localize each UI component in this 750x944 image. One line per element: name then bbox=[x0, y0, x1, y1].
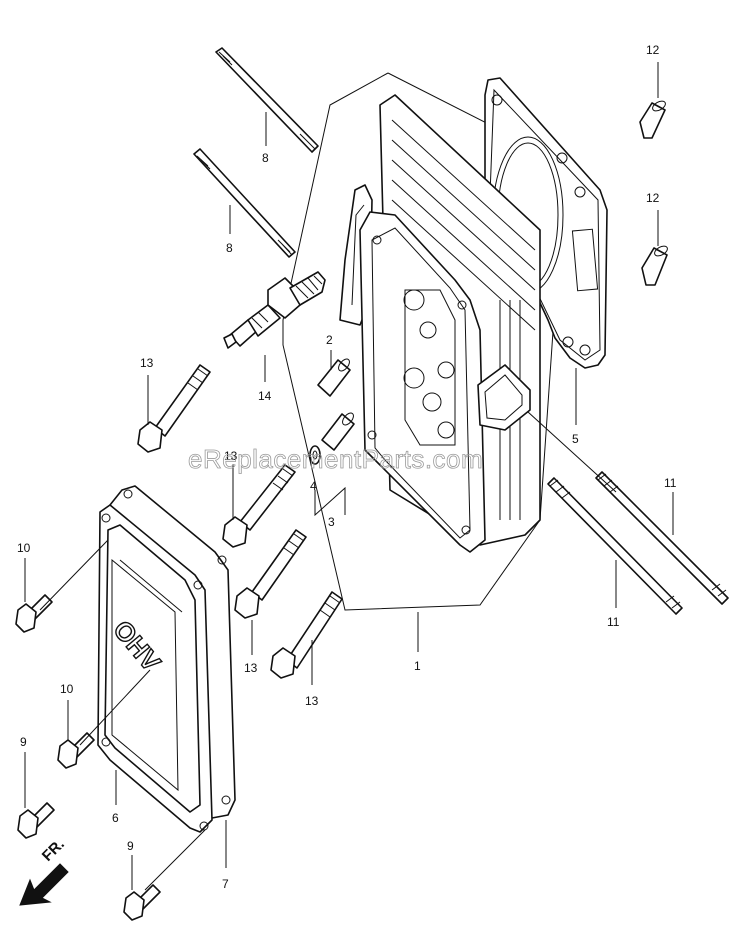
dowel-pin-icon bbox=[321, 412, 355, 451]
dowel-pin-icon bbox=[641, 245, 668, 286]
flange-bolt-icon bbox=[17, 802, 55, 839]
dowel-pin-icon bbox=[639, 100, 666, 139]
cylinder-head-icon bbox=[339, 94, 541, 553]
callout-6: 6 bbox=[112, 811, 119, 825]
flange-bolt-icon bbox=[15, 594, 53, 633]
flange-bolt-icon bbox=[222, 464, 296, 548]
callout-9: 9 bbox=[127, 839, 134, 853]
callout-9: 9 bbox=[20, 735, 27, 749]
callout-11: 11 bbox=[664, 476, 677, 490]
callout-10: 10 bbox=[60, 682, 74, 696]
callout-13: 13 bbox=[140, 356, 154, 370]
washer-icon bbox=[309, 445, 321, 465]
watermark-text: eReplacementParts.com bbox=[188, 444, 483, 474]
callout-8: 8 bbox=[226, 241, 233, 255]
leader-lines bbox=[24, 62, 674, 891]
callout-12: 12 bbox=[646, 43, 660, 57]
spark-plug-icon bbox=[223, 271, 326, 349]
flange-bolt-icon bbox=[234, 529, 307, 619]
flange-bolt-icon bbox=[123, 884, 161, 921]
front-direction-arrow-icon: FR. bbox=[19, 836, 69, 906]
stud-bolt-icon bbox=[547, 477, 683, 615]
callout-labels: 8 8 12 12 2 14 13 13 4 3 5 11 11 1 13 13… bbox=[17, 43, 677, 891]
callout-12: 12 bbox=[646, 191, 660, 205]
callout-3: 3 bbox=[328, 515, 335, 529]
callout-1: 1 bbox=[414, 659, 421, 673]
dowel-pin-icon bbox=[317, 358, 351, 397]
callout-8: 8 bbox=[262, 151, 269, 165]
front-direction-label: FR. bbox=[39, 836, 68, 865]
callout-2: 2 bbox=[326, 333, 333, 347]
callout-13: 13 bbox=[224, 449, 238, 463]
callout-7: 7 bbox=[222, 877, 229, 891]
flange-bolt-icon bbox=[270, 591, 343, 679]
callout-14: 14 bbox=[258, 389, 272, 403]
callout-13: 13 bbox=[305, 694, 319, 708]
callout-11: 11 bbox=[607, 615, 620, 629]
callout-10: 10 bbox=[17, 541, 31, 555]
callout-4: 4 bbox=[310, 479, 317, 493]
callout-5: 5 bbox=[572, 432, 579, 446]
push-rod-icon bbox=[193, 148, 296, 258]
callout-13: 13 bbox=[244, 661, 258, 675]
stud-bolt-icon bbox=[595, 471, 729, 605]
flange-bolt-icon bbox=[137, 364, 211, 453]
flange-bolt-icon bbox=[57, 732, 95, 769]
head-cover-icon: OHV bbox=[97, 504, 213, 833]
push-rod-icon bbox=[215, 47, 319, 153]
